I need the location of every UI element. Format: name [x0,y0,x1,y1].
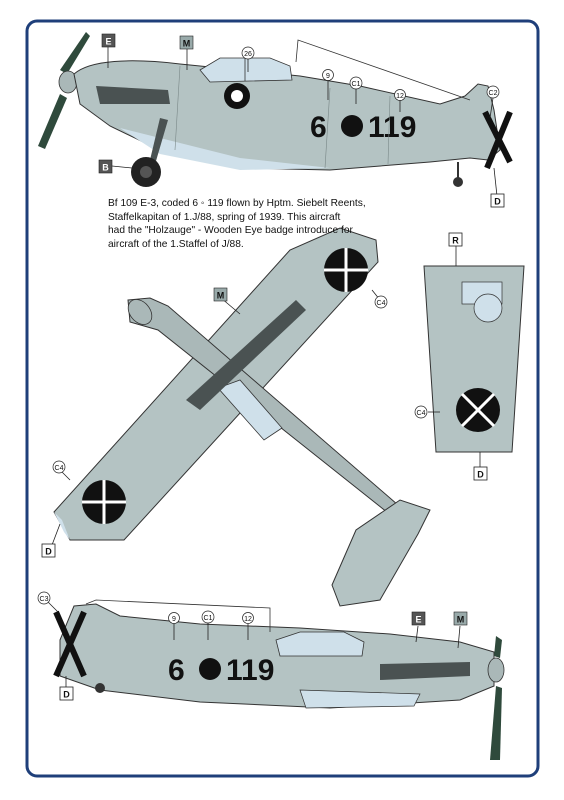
callout-circle-C2: C2 [486,85,500,99]
svg-text:12: 12 [244,616,252,623]
callout-circle-C1-top: C1 [349,76,363,90]
planform [53,227,431,607]
callout-box-D-detail: D [473,466,488,481]
callout-circle-9-top: 9 [322,69,334,81]
canopy [199,57,293,83]
wing-detail [423,265,525,453]
bottom-profile: 6 119 [53,599,505,760]
callout-box-R: R [448,232,463,247]
callout-box-E-top: E [101,33,116,48]
svg-text:9: 9 [172,616,176,623]
bottom-canopy [275,631,365,657]
bottom-spinner [487,657,505,683]
svg-text:C3: C3 [40,596,49,603]
bottom-propeller-upper [494,636,502,658]
wing-root-strip [186,300,306,410]
svg-text:C4: C4 [377,300,386,307]
antenna-wire [295,39,471,101]
callout-circle-C1-bottom: C1 [201,610,215,624]
aircraft-caption: Bf 109 E-3, coded 6 ◦ 119 flown by Hptm.… [108,197,368,251]
bottom-code-disc [199,658,221,680]
svg-text:D: D [45,547,52,557]
svg-text:C4: C4 [55,465,64,472]
callout-circle-9-bottom: 9 [168,612,180,624]
exhaust-area [96,86,170,104]
svg-text:B: B [102,163,109,173]
callout-circle-C4-detail: C4 [414,405,428,419]
bottom-code-left: 6 [168,654,185,687]
bottom-exhaust [380,662,470,680]
bottom-tail-cross-2 [53,610,87,678]
callout-box-E-bottom: E [411,611,426,626]
main-wheel-hub [140,166,152,178]
bottom-fuselage [59,603,495,709]
caption-line: aircraft of the 1.Staffel of J/88. [108,238,244,250]
planform-canopy [217,379,283,441]
panel-lines [174,65,391,169]
bottom-wing-root [299,689,421,709]
svg-text:26: 26 [244,51,252,58]
svg-text:M: M [217,291,225,301]
callout-box-M-planform: M [213,287,228,302]
badge-eye [231,90,243,102]
svg-text:M: M [183,39,191,49]
svg-text:E: E [105,37,111,47]
fuselage [73,60,501,171]
callout-circle-C4-wing: C4 [374,295,388,309]
callout-box-D-planform: D [41,543,56,558]
callout-box-D-top: D [490,193,505,208]
callout-circle-C3: C3 [37,591,51,605]
landing-gear [150,118,168,161]
caption-line: had the "Holzauge" - Wooden Eye badge in… [108,225,353,237]
svg-text:R: R [452,236,459,246]
bottom-code-right: 119 [226,654,274,687]
tail-cross-2 [484,110,513,170]
caption-line: Bf 109 E-3, coded 6 ◦ 119 flown by Hptm.… [108,198,366,209]
svg-text:D: D [494,197,501,207]
propeller-blade-upper [60,32,90,74]
code-right: 119 [368,111,416,144]
callout-box-M-top: M [179,35,194,50]
svg-text:M: M [457,615,465,625]
bottom-antenna [85,599,271,632]
bottom-tail-wheel [95,683,105,693]
svg-text:C2: C2 [489,90,498,97]
svg-text:E: E [415,615,421,625]
callout-circle-26: 26 [241,46,255,60]
callout-box-M-bottom: M [453,611,468,626]
caption-line: Staffelkapitan of 1.J/88, spring of 1939… [108,211,341,223]
bottom-propeller-lower [490,686,502,760]
callout-box-D-bottom: D [59,686,74,701]
propeller-blade-lower [38,94,67,149]
svg-text:9: 9 [326,73,330,80]
code-left: 6 [310,111,327,144]
tailplane [331,499,431,607]
top-profile: 6 119 [38,32,513,187]
underside [120,128,330,170]
callout-circle-12-top: 12 [394,89,406,101]
planform-spinner [127,299,153,325]
svg-text:C1: C1 [204,615,213,622]
svg-text:D: D [477,470,484,480]
callout-circle-C4-left: C4 [52,460,66,474]
sheet-frame [25,19,540,778]
tail-wheel [453,177,463,187]
callout-box-B: B [98,159,113,174]
svg-text:D: D [63,690,70,700]
svg-text:12: 12 [396,93,404,100]
svg-text:C1: C1 [352,81,361,88]
svg-text:C4: C4 [417,410,426,417]
code-disc [341,115,363,137]
callout-circle-12-bottom: 12 [242,612,254,624]
